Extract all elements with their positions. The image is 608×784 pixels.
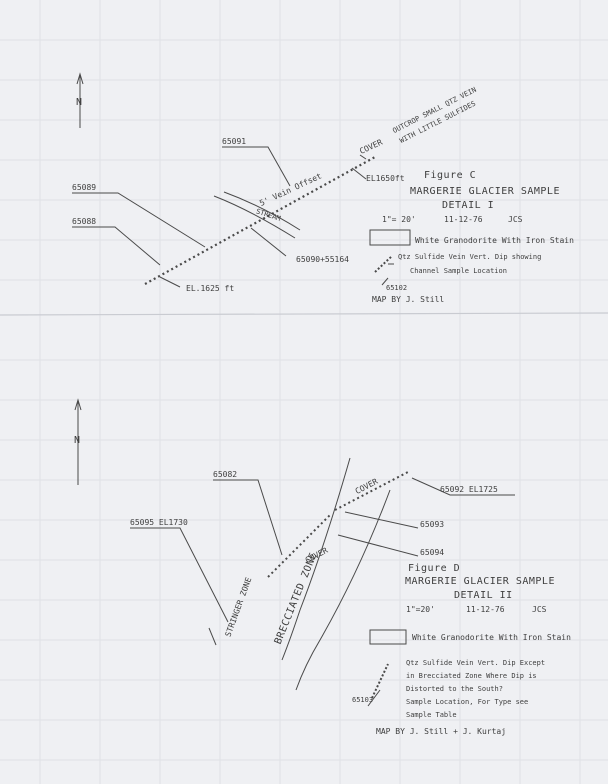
- figure-c-date: 11-12-76: [444, 215, 483, 224]
- leader-65094: [337, 534, 419, 557]
- leader-65103: [367, 689, 381, 707]
- figure-c-legend-vein-2: Channel Sample Location: [410, 267, 507, 275]
- leader-65082: [213, 479, 283, 556]
- leader-65092: [411, 477, 515, 496]
- figure-d-legend-vein-1: Qtz Sulfide Vein Vert. Dip Except: [406, 659, 546, 667]
- figure-d-sample-loc-1: Sample Location, For Type see: [406, 698, 529, 706]
- figure-c-detail: DETAIL I: [442, 200, 495, 211]
- stream-line-2: [223, 191, 301, 231]
- sample-label-65091: 65091: [222, 137, 247, 146]
- figure-d-title: Figure D: [408, 563, 461, 574]
- leader-65093: [344, 511, 419, 529]
- north-arrowhead-top: [76, 72, 84, 85]
- figure-c-title: Figure C: [424, 170, 477, 181]
- leader-65090: [250, 227, 287, 257]
- leader-65088: [72, 226, 161, 266]
- figure-d-date: 11-12-76: [466, 605, 505, 614]
- stringer-zone-mark: [208, 627, 217, 646]
- sample-label-65089: 65089: [72, 183, 97, 192]
- leader-65095: [130, 527, 229, 623]
- north-label-top: N: [76, 97, 83, 108]
- sample-label-65090: 65090+55164: [296, 255, 349, 264]
- sample-label-65082: 65082: [213, 470, 238, 479]
- sample-label-65095: 65095 EL1730: [130, 518, 188, 527]
- figure-d-legend-vein-3: Distorted to the South?: [406, 685, 503, 693]
- legend-vein-symbol-d: [371, 663, 389, 699]
- figure-c-legend-vein-1: Qtz Sulfide Vein Vert. Dip showing: [398, 253, 542, 261]
- sample-label-65088: 65088: [72, 217, 97, 226]
- breccia-boundary-left: [281, 457, 351, 661]
- figure-c-drawing: [72, 72, 411, 288]
- figure-d-legend-vein-2: in Brecciated Zone Where Dip is: [406, 672, 537, 680]
- north-arrowhead-bottom: [74, 398, 82, 411]
- sample-label-65092: 65092 EL1725: [440, 485, 498, 494]
- leader-el1650: [351, 167, 367, 180]
- legend-granodiorite-box-d: [369, 629, 407, 645]
- breccia-boundary-right: [295, 489, 391, 691]
- leader-65089: [72, 192, 206, 248]
- figure-d-location: MARGERIE GLACIER SAMPLE: [405, 576, 555, 587]
- figure-c-map-by: MAP BY J. Still: [372, 295, 445, 304]
- elevation-label-low: EL.1625 ft: [186, 284, 235, 293]
- sample-label-65103: 65103: [352, 696, 374, 704]
- vein-line-c: [144, 156, 376, 285]
- sample-label-65102: 65102: [386, 284, 408, 292]
- leader-65102: [381, 277, 389, 286]
- figure-c-scale: 1"= 20': [382, 215, 416, 224]
- sample-label-65093: 65093: [420, 520, 445, 529]
- figure-d-detail: DETAIL II: [454, 590, 513, 601]
- figure-c-initials: JCS: [508, 215, 523, 224]
- figure-d-map-by: MAP BY J. Still + J. Kurtaj: [376, 727, 507, 736]
- vein-line-d-upper: [334, 471, 409, 511]
- sample-label-65094: 65094: [420, 548, 445, 557]
- stream-line-1: [213, 195, 296, 239]
- figure-d-scale: 1"=20': [406, 605, 435, 614]
- leader-el1625: [159, 276, 181, 288]
- north-label-bottom: N: [74, 435, 81, 446]
- figure-d-initials: JCS: [532, 605, 547, 614]
- figure-c-location: MARGERIE GLACIER SAMPLE: [410, 186, 560, 197]
- vein-line-d-lower: [267, 514, 331, 578]
- figure-d-sample-loc-2: Sample Table: [406, 711, 457, 719]
- elevation-label-high: EL1650ft: [366, 174, 405, 183]
- legend-granodiorite-box-c: [369, 229, 411, 246]
- figure-d-legend-granodiorite: White Granodorite With Iron Stain: [412, 633, 571, 642]
- figure-d-drawing: [74, 398, 515, 707]
- leader-cover: [359, 154, 367, 160]
- leader-65091: [222, 146, 291, 187]
- figure-c-legend-granodiorite: White Granodorite With Iron Stain: [415, 236, 574, 245]
- page-fold-line: [0, 312, 608, 316]
